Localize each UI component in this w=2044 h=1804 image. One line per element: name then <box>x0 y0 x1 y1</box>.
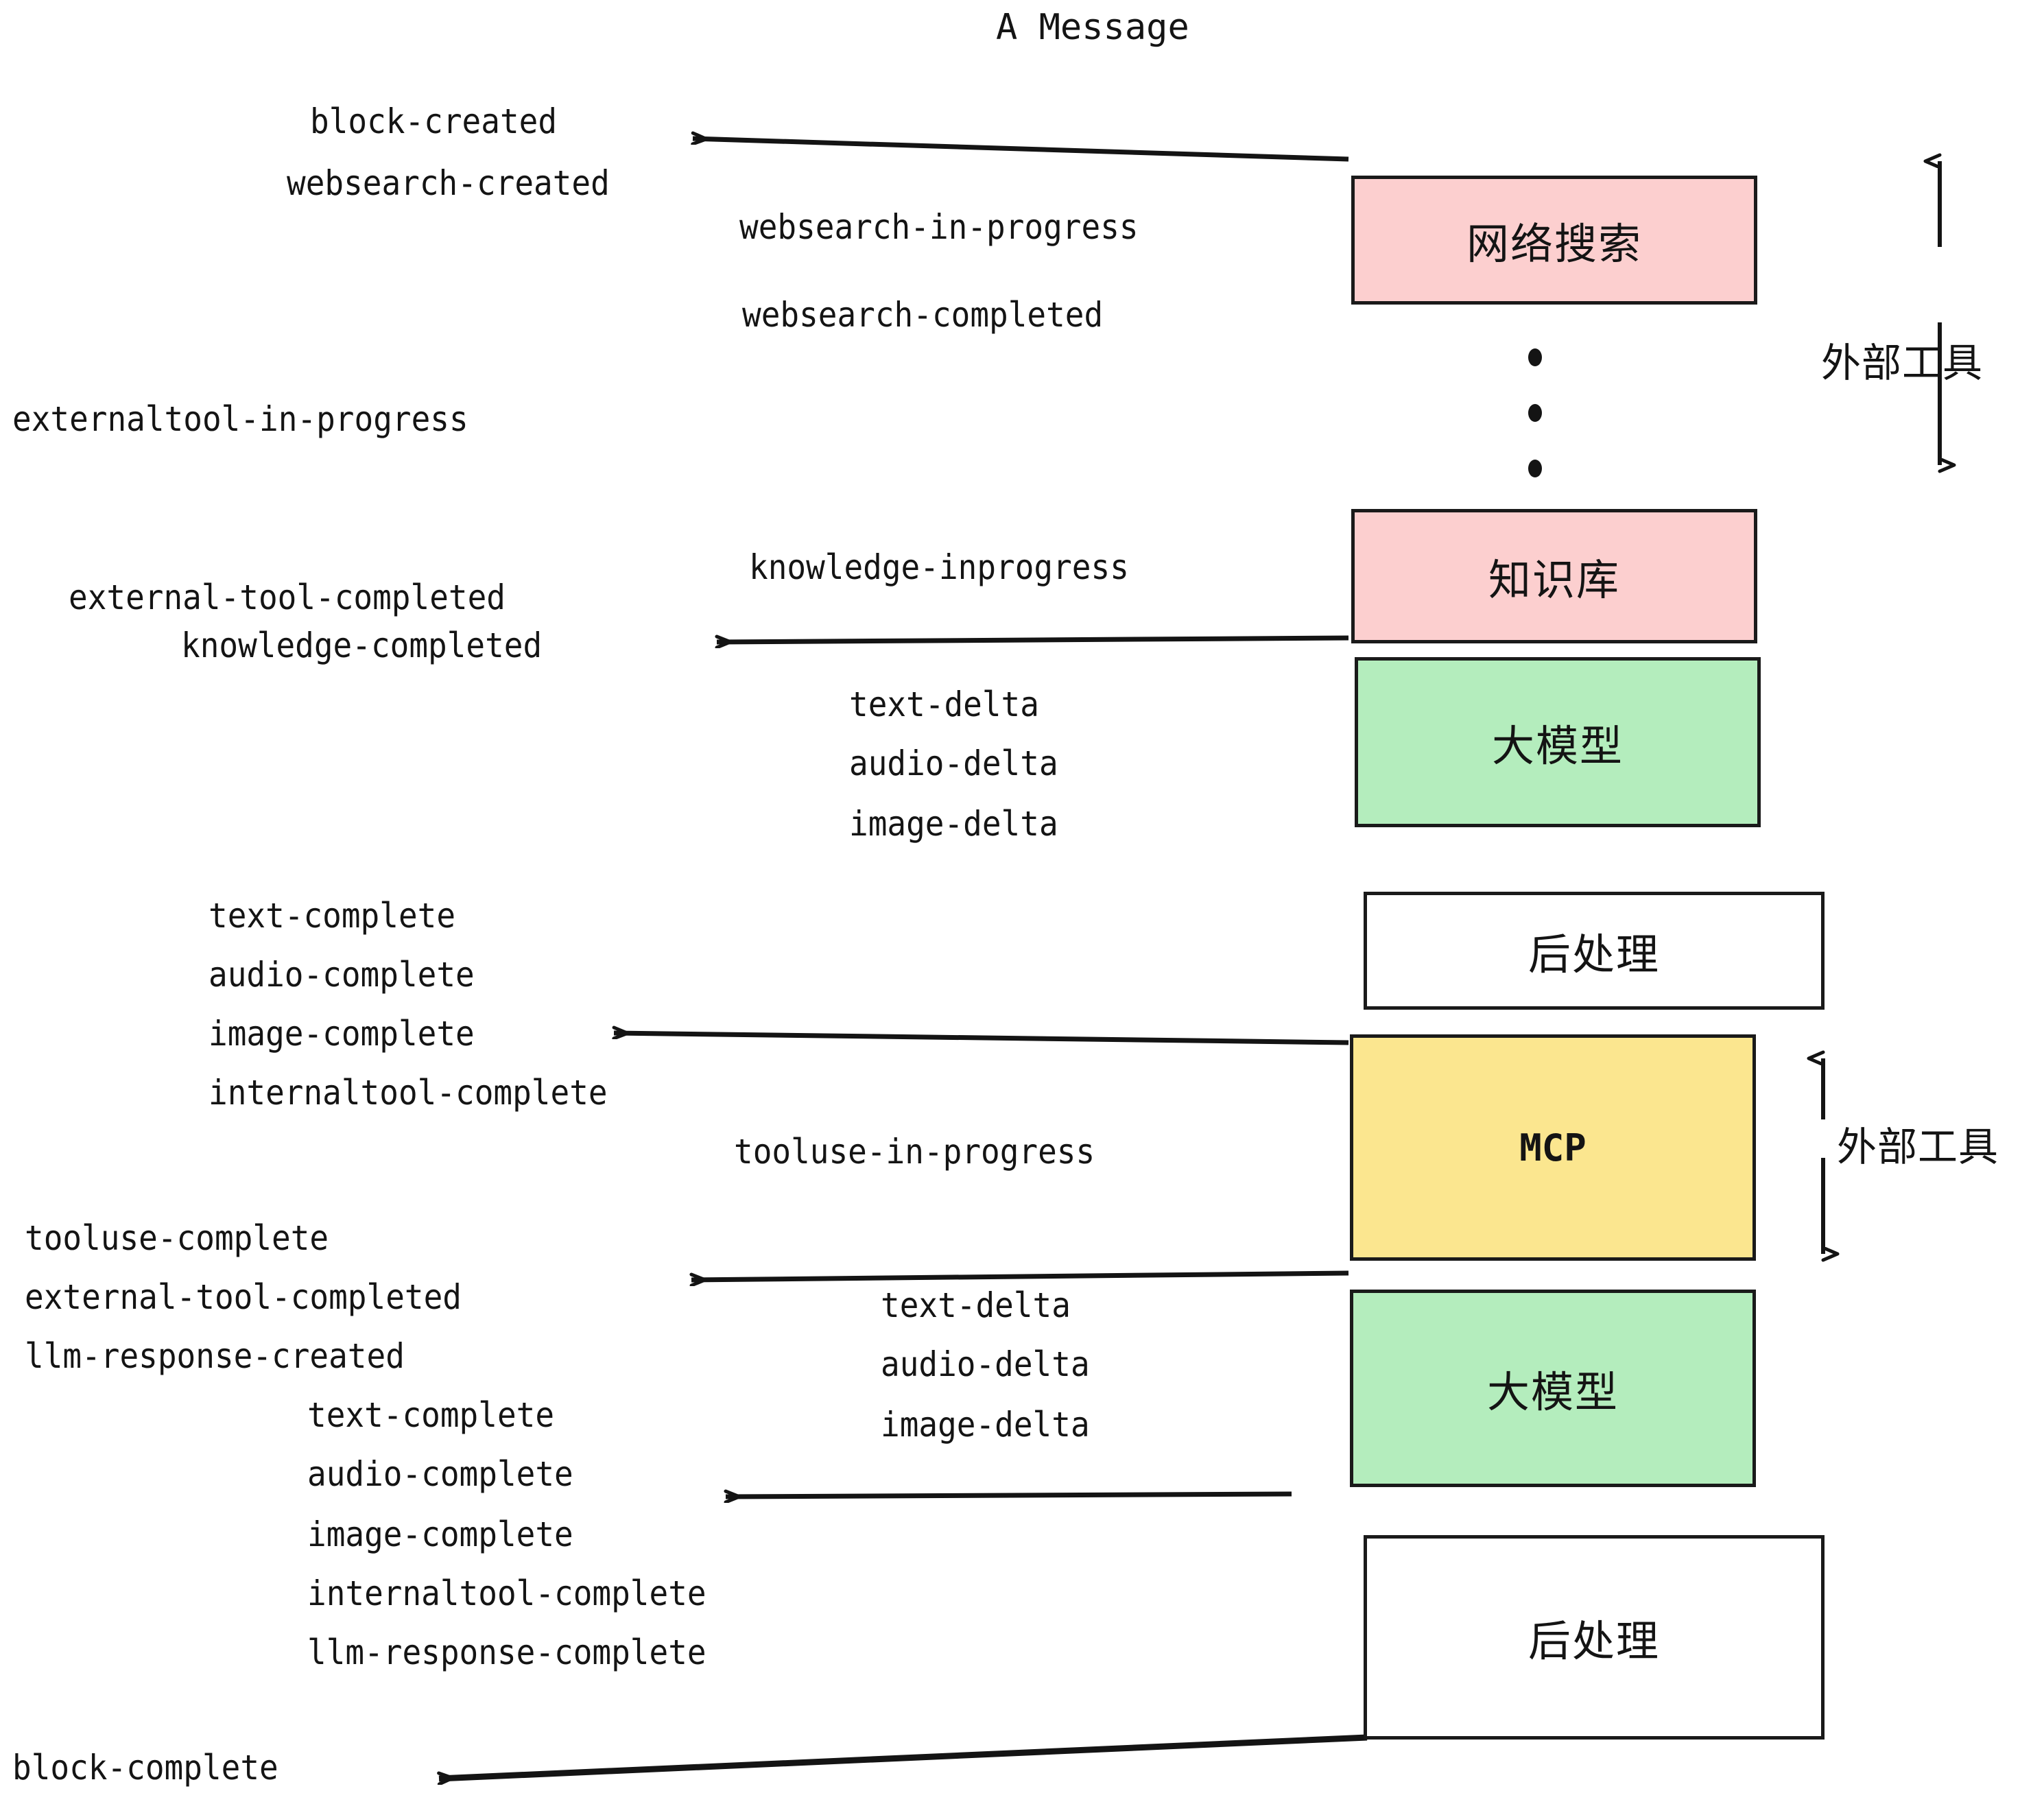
event-image-delta-2: image-delta <box>881 1405 1090 1445</box>
diagram-title: A Message <box>996 7 1189 48</box>
event-text-complete-1: text-complete <box>209 896 456 936</box>
event-text-delta-1: text-delta <box>849 685 1039 724</box>
event-audio-complete-2: audio-complete <box>307 1454 573 1494</box>
event-audio-complete-1: audio-complete <box>209 955 475 995</box>
event-internaltool-complete-2: internaltool-complete <box>307 1574 706 1613</box>
arrow-image-complete <box>614 1033 1349 1045</box>
node-web-search[interactable]: 网络搜索 <box>1351 176 1757 305</box>
ellipsis-dot-3 <box>1528 460 1542 477</box>
event-text-delta-2: text-delta <box>881 1285 1071 1325</box>
node-postprocess-1[interactable]: 后处理 <box>1364 892 1825 1010</box>
event-llm-response-complete: llm-response-complete <box>307 1633 706 1672</box>
event-audio-delta-2: audio-delta <box>881 1344 1090 1384</box>
event-llm-response-created: llm-response-created <box>25 1336 405 1376</box>
event-websearch-created: websearch-created <box>287 163 610 203</box>
group-label-external-tools-1: 外部工具 <box>1821 340 1984 386</box>
arrow-knowledge-completed <box>717 638 1349 642</box>
event-tooluse-complete: tooluse-complete <box>25 1218 329 1258</box>
event-audio-delta-1: audio-delta <box>849 744 1058 783</box>
event-external-tool-completed-2: external-tool-completed <box>25 1277 462 1317</box>
node-postprocess-2[interactable]: 后处理 <box>1364 1535 1825 1740</box>
event-image-delta-1: image-delta <box>849 804 1058 844</box>
event-external-tool-completed-1: external-tool-completed <box>69 578 506 617</box>
event-image-complete-2: image-complete <box>307 1515 573 1554</box>
event-image-complete-1: image-complete <box>209 1014 475 1054</box>
group-label-external-tools-2: 外部工具 <box>1837 1124 1999 1170</box>
arrow-audio-complete <box>726 1494 1292 1497</box>
arrow-websearch-created <box>693 139 1349 162</box>
event-websearch-completed: websearch-completed <box>742 295 1104 335</box>
event-internaltool-complete-1: internaltool-complete <box>209 1073 608 1113</box>
event-knowledge-completed: knowledge-completed <box>181 626 543 665</box>
event-tooluse-in-progress: tooluse-in-progress <box>734 1132 1095 1172</box>
node-knowledge-base[interactable]: 知识库 <box>1351 509 1757 643</box>
event-text-complete-2: text-complete <box>307 1395 555 1435</box>
ellipsis-dot-2 <box>1528 404 1542 422</box>
node-llm-2[interactable]: 大模型 <box>1350 1290 1756 1487</box>
event-websearch-in-progress: websearch-in-progress <box>739 207 1139 247</box>
node-mcp[interactable]: MCP <box>1350 1034 1756 1261</box>
arrow-tooluse-complete <box>691 1270 1349 1280</box>
ellipsis-dot-1 <box>1528 348 1542 366</box>
event-block-complete: block-complete <box>12 1748 278 1788</box>
event-externaltool-in-progress: externaltool-in-progress <box>12 399 468 439</box>
node-llm-1[interactable]: 大模型 <box>1355 657 1761 827</box>
event-block-created: block-created <box>310 102 558 141</box>
event-knowledge-inprogress: knowledge-inprogress <box>749 547 1129 587</box>
arrow-block-complete <box>439 1734 1368 1779</box>
